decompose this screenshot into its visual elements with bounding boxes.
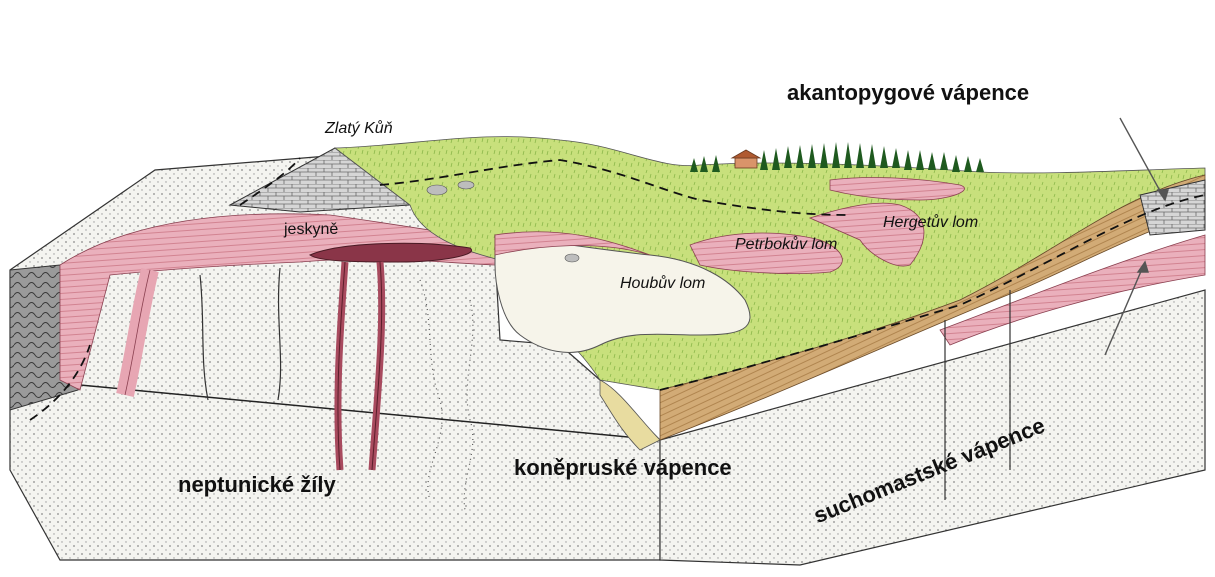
label-zlaty-kun: Zlatý Kůň bbox=[325, 120, 393, 138]
label-jeskyne: jeskyně bbox=[284, 221, 338, 239]
label-akantopygove: akantopygové vápence bbox=[787, 80, 1029, 106]
label-koneprusky-vapence: koněpruské vápence bbox=[514, 455, 732, 481]
label-petrbokuv-lom: Petrbokův lom bbox=[735, 236, 837, 254]
label-neptunicke-zily: neptunické žíly bbox=[178, 472, 336, 498]
label-houbuv-lom: Houbův lom bbox=[620, 275, 705, 293]
label-hergetuv-lom: Hergetův lom bbox=[883, 214, 978, 232]
house-icon bbox=[732, 150, 760, 168]
